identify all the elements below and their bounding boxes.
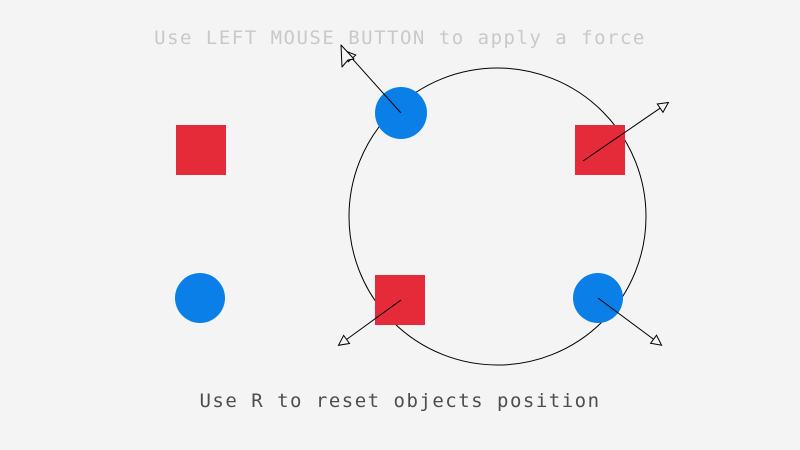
square-top-right[interactable] bbox=[575, 125, 625, 175]
mouse-cursor-icon bbox=[340, 44, 355, 68]
square-left[interactable] bbox=[176, 125, 226, 175]
orbit-circle bbox=[348, 67, 647, 366]
force-vector-circle-bottom-right bbox=[597, 297, 661, 345]
force-vector-square-top-right bbox=[582, 103, 668, 162]
force-vector-circle-top bbox=[346, 52, 402, 114]
hint-text-apply-force: Use LEFT MOUSE BUTTON to apply a force bbox=[154, 27, 646, 49]
circle-bottom-left[interactable] bbox=[175, 273, 225, 323]
force-vector-square-bottom-center bbox=[339, 299, 402, 345]
square-bottom-center[interactable] bbox=[375, 275, 425, 325]
hint-text-reset: Use R to reset objects position bbox=[199, 390, 601, 412]
